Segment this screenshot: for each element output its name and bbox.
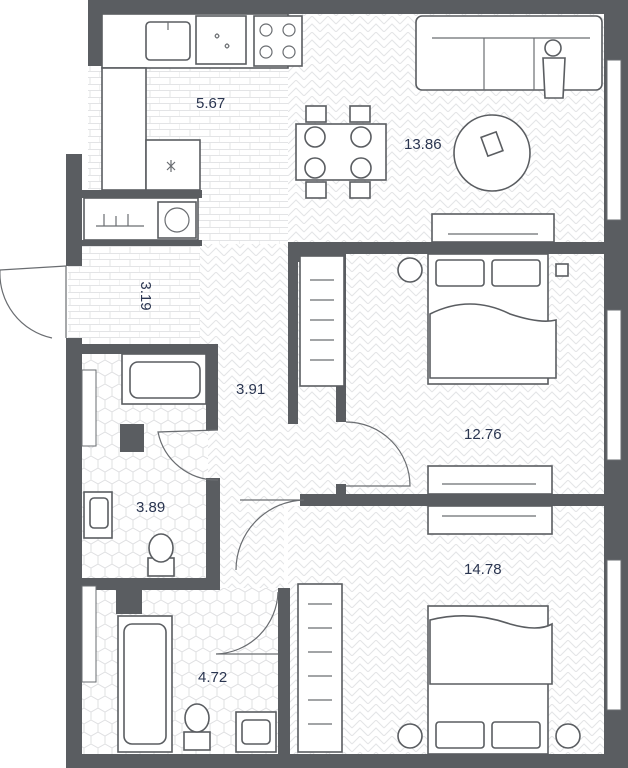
bed-icon [397, 605, 581, 755]
wall-shaft-1 [120, 424, 144, 452]
dining-table-icon [295, 105, 387, 199]
doors [0, 265, 411, 655]
wall-left-top [88, 0, 102, 66]
area-label-living: 13.86 [404, 136, 442, 153]
wall-shaft-2 [116, 588, 142, 614]
person-icon [542, 39, 566, 99]
kitchen-fixtures [101, 13, 303, 191]
wall-bath1-bottom [82, 578, 220, 590]
window-icon [606, 59, 622, 221]
wall-bath1-top [66, 344, 216, 354]
bedroom-2-furniture [297, 505, 581, 755]
wall-bed1-left-v [288, 252, 298, 424]
area-label-bedroom-2: 14.78 [464, 561, 502, 578]
wall-bath1-right-lower [206, 478, 220, 590]
wall-kitchen-living-bed1 [288, 242, 604, 254]
window-icon [606, 559, 622, 711]
wall-bath2-right [278, 588, 290, 754]
wall-left-kitchen [66, 154, 82, 266]
bedroom-1-furniture [299, 253, 569, 495]
door-icon [157, 429, 219, 481]
area-label-bathroom-2: 4.72 [198, 669, 227, 686]
windows [81, 59, 622, 711]
washbasin-icon [235, 711, 277, 753]
bed-icon [397, 253, 569, 385]
tv-icon [431, 213, 555, 243]
toilet-icon [183, 703, 211, 751]
area-label-bedroom-1: 12.76 [464, 426, 502, 443]
fridge-icon [145, 139, 201, 191]
laundry [83, 197, 199, 241]
hall-lower-floor [220, 500, 284, 590]
living-furniture [295, 15, 603, 243]
door-icon [0, 265, 67, 339]
wall-laundry-top [82, 190, 202, 198]
wardrobe-icon [297, 583, 343, 753]
tv-icon [427, 465, 553, 495]
area-labels: 5.67 13.86 3.19 3.91 12.76 3.89 14.78 4.… [136, 95, 502, 686]
window-icon [606, 309, 622, 461]
bathtub-icon [121, 353, 207, 405]
window-icon [81, 585, 97, 683]
stove-icon [253, 15, 303, 67]
door-icon [345, 421, 411, 487]
tv-icon [427, 505, 553, 535]
wardrobe-icon [299, 255, 345, 387]
area-label-bathroom-1: 3.89 [136, 499, 165, 516]
wall-bath1-right [206, 344, 218, 430]
area-label-entry: 3.19 [137, 281, 154, 310]
entry-floor [68, 244, 200, 344]
sink-icon [145, 21, 191, 61]
washing-machine-icon [157, 201, 197, 239]
door-icon [235, 499, 305, 571]
window-icon [81, 369, 97, 447]
coffee-table-icon [453, 114, 531, 192]
wall-top [88, 0, 610, 14]
area-label-kitchen: 5.67 [196, 95, 225, 112]
bathroom-2-fixtures [117, 615, 277, 753]
washbasin-icon [83, 491, 113, 539]
bathtub-icon [117, 615, 173, 753]
sofa-icon [415, 15, 603, 91]
door-icon [215, 591, 279, 655]
wall-hall-bed1-bottom [336, 484, 346, 496]
wall-beds-divider [300, 494, 604, 506]
toilet-icon [147, 533, 175, 577]
wall-laundry-bottom [82, 240, 202, 246]
bathroom-1-fixtures [83, 353, 207, 577]
dishwasher-icon [195, 15, 247, 65]
area-label-hall: 3.91 [236, 381, 265, 398]
wall-left-lower [66, 338, 82, 768]
wall-bottom [66, 754, 628, 768]
